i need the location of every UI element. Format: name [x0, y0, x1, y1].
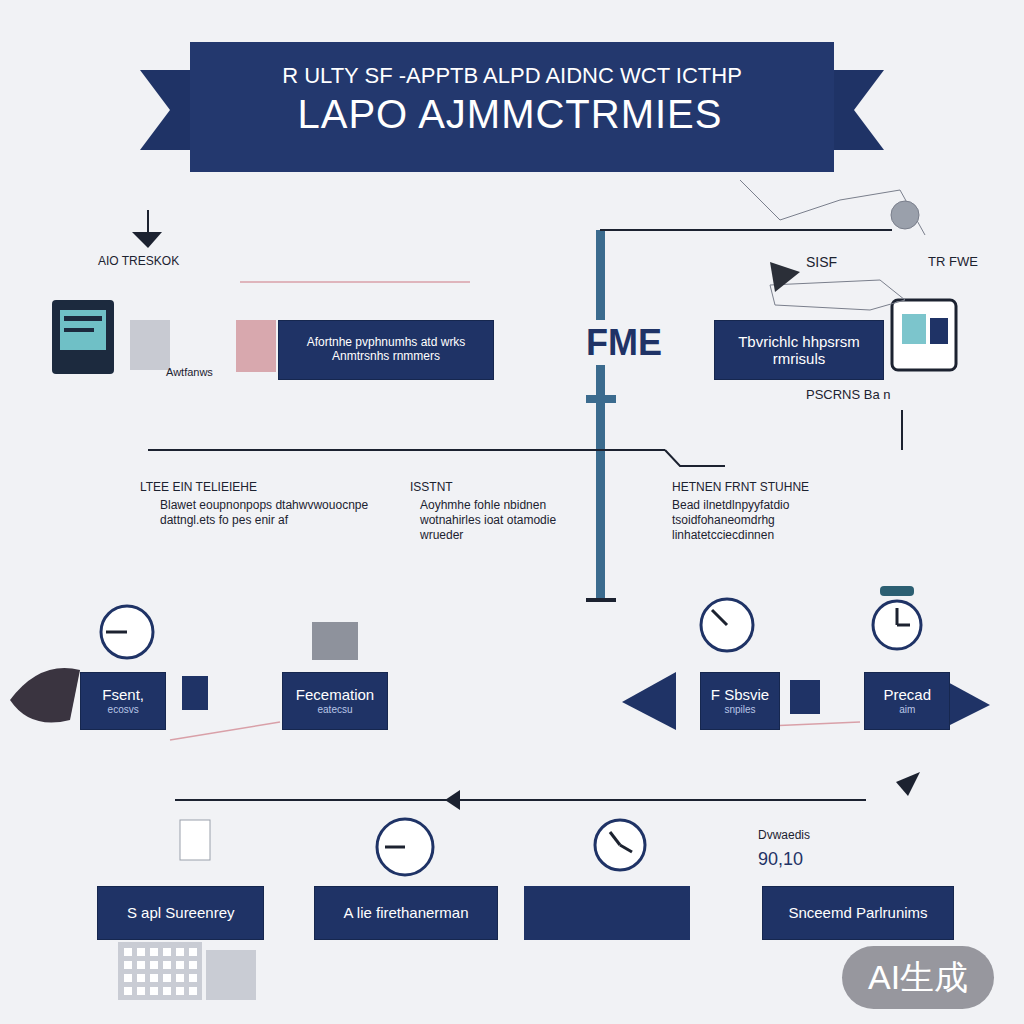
- photo-block: [130, 320, 170, 370]
- process-box: S apl Sureenrey: [97, 886, 264, 940]
- note-label: HETNEN FRNT STUHNE: [672, 480, 809, 495]
- building-windows: [124, 948, 197, 995]
- tablet-icon: [52, 300, 114, 374]
- clock-icons: [101, 599, 921, 875]
- pole-bar: [586, 395, 616, 403]
- box-sublabel: eatecsu: [317, 704, 352, 716]
- box-sublabel: snpiles: [724, 704, 755, 716]
- process-box: Fsent,ecosvs: [80, 672, 166, 730]
- arrowhead: [445, 790, 460, 810]
- note-label: Aoyhmhe fohle nbidnen wotnahirles ioat o…: [420, 498, 590, 543]
- document-icon: [892, 300, 956, 370]
- note-label: PSCRNS Ba n: [806, 387, 891, 403]
- box-label: Fsent,: [102, 686, 144, 703]
- note-label: Blawet eoupnonpops dtahwvwouocnpe dattng…: [160, 498, 380, 528]
- note-label: Bead ilnetdlnpyyfatdio tsoidfohaneomdrhg…: [672, 498, 872, 543]
- triangle: [622, 672, 676, 730]
- note-label: Dvwaedis: [758, 828, 810, 843]
- box-sublabel: ecosvs: [108, 704, 139, 716]
- machine-sketch: [740, 180, 925, 310]
- process-box: F Sbsviesnpiles: [700, 672, 780, 730]
- note-label: R ULTY SF -APPTB ALPD AIDNC WCT ICTHP: [200, 62, 824, 90]
- arrowhead: [896, 772, 920, 796]
- watermark: AI生成: [842, 946, 994, 1009]
- clock-top: [880, 586, 914, 596]
- note-label: 90,10: [758, 848, 803, 871]
- figure-sketch: [10, 668, 80, 723]
- note-label: Awtfanws: [166, 366, 213, 380]
- process-box: A lie firethanerman: [314, 886, 498, 940]
- box-label: S apl Sureenrey: [127, 904, 235, 921]
- note-label: TR FWE: [928, 254, 978, 270]
- empty-box: [524, 886, 690, 940]
- box-label: Tbvrichlc hhpsrsm rmrisuls: [723, 333, 875, 368]
- box-label: Fecemation: [296, 686, 374, 703]
- process-box: Fecemationeatecsu: [282, 672, 388, 730]
- pole-base: [586, 598, 616, 602]
- note-label: SISF: [806, 254, 837, 272]
- process-box: Tbvrichlc hhpsrsm rmrisuls: [714, 320, 884, 380]
- box-label: F Sbsvie: [711, 686, 769, 703]
- box-label: Precad: [883, 686, 931, 703]
- box-sublabel: aim: [899, 704, 915, 716]
- note-label: ISSTNT: [410, 480, 453, 495]
- process-box: Afortnhe pvphnumhs atd wrks Anmtrsnhs rn…: [278, 320, 494, 380]
- note-label: AIO TRESKOK: [98, 254, 179, 269]
- clock-hands: [106, 608, 910, 852]
- note-label: FME: [582, 320, 666, 365]
- process-box: Precadaim: [864, 672, 950, 730]
- pole: [596, 230, 605, 602]
- building-icon: [312, 622, 358, 660]
- banner-title: LAPO AJMMCTRMIES: [140, 92, 880, 137]
- triangle: [944, 680, 990, 728]
- arrowhead: [132, 232, 162, 248]
- arrowhead: [770, 262, 800, 292]
- note-label: LTEE EIN TELIEIEHE: [140, 480, 257, 495]
- paper-icon: [180, 820, 210, 860]
- photo-block: [236, 320, 276, 372]
- guide-lines: [148, 210, 902, 800]
- building-block: [118, 942, 256, 1000]
- box-label: Snceemd Parlrunims: [788, 904, 927, 921]
- box-label: Afortnhe pvphnumhs atd wrks Anmtrsnhs rn…: [287, 336, 485, 364]
- process-box: Snceemd Parlrunims: [762, 886, 954, 940]
- box-label: A lie firethanerman: [343, 904, 468, 921]
